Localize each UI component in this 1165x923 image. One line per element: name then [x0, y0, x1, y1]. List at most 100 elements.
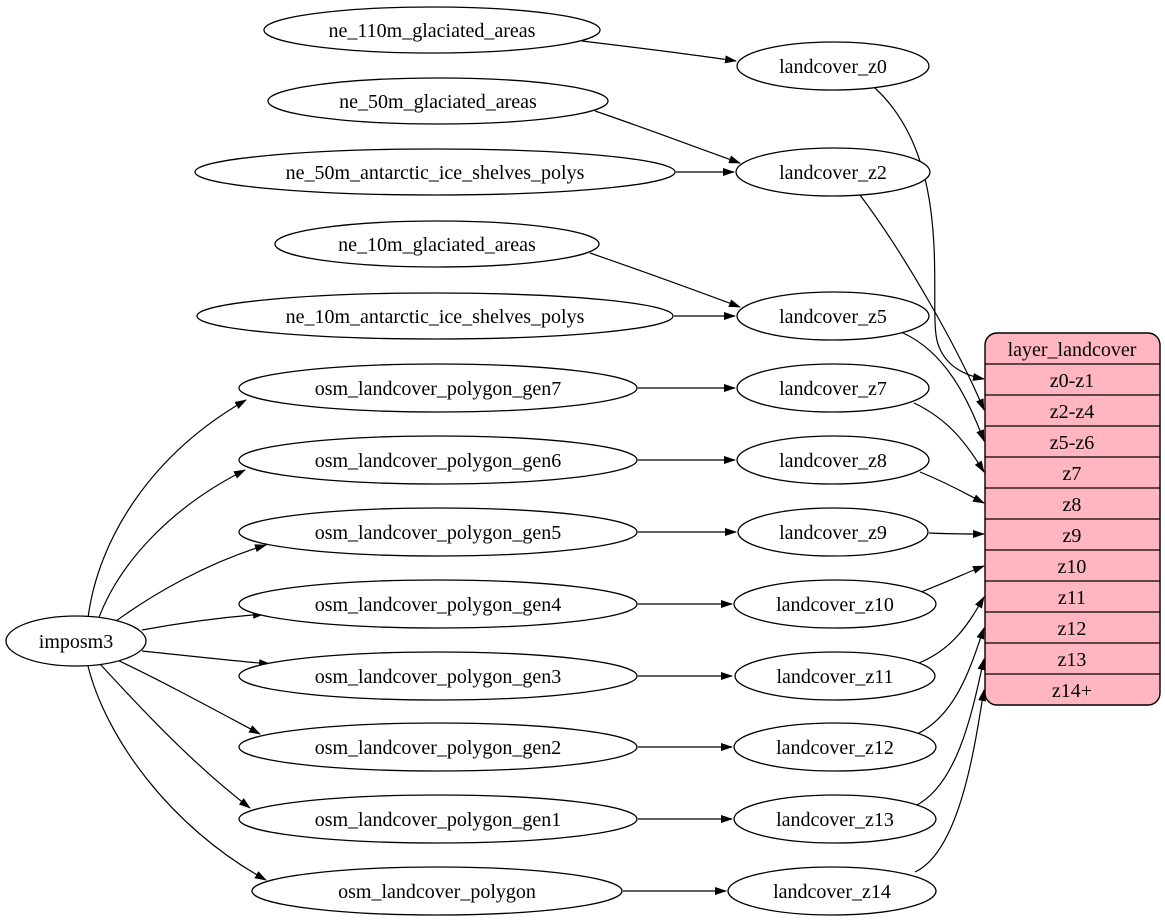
- node-shape: [737, 507, 929, 557]
- edge-z8-to-record: [919, 471, 985, 504]
- record-row-z12: z12: [1058, 618, 1087, 640]
- node-label: osm_landcover_polygon_gen1: [315, 809, 562, 831]
- node-ne-10m-glaciated-areas: ne_10m_glaciated_areas: [274, 220, 600, 268]
- record-row-z2-z4: z2-z4: [1050, 401, 1094, 423]
- record-row-z8: z8: [1063, 494, 1082, 516]
- edge-z0-to-record: [874, 87, 985, 381]
- edge-z2-to-record: [859, 194, 985, 411]
- node-label: osm_landcover_polygon: [338, 881, 536, 903]
- node-shape: [238, 722, 638, 772]
- node-shape: [238, 435, 638, 485]
- edge-imposm3-to-polygon: [87, 665, 267, 881]
- record-layer-landcover: layer_landcover z0-z1 z2-z4 z5-z6 z7 z8 …: [984, 332, 1161, 706]
- record-row-z7: z7: [1063, 463, 1082, 485]
- node-shape: [735, 147, 931, 197]
- edge-ne50m-glaciated-to-z2: [594, 110, 741, 164]
- node-imposm3-label: imposm3: [39, 631, 113, 653]
- node-shape: [194, 148, 676, 196]
- node-landcover-z11: landcover_z11: [734, 651, 936, 701]
- node-landcover-z13: landcover_z13: [733, 794, 937, 844]
- edge-z11-to-record: [918, 596, 985, 664]
- node-osm-landcover-polygon-gen6: osm_landcover_polygon_gen6: [238, 435, 638, 485]
- node-landcover-z14: landcover_z14: [727, 866, 937, 916]
- node-shape: [267, 77, 609, 125]
- node-label: osm_landcover_polygon_gen6: [315, 450, 562, 472]
- node-shape: [263, 6, 601, 54]
- node-osm-landcover-polygon-gen1: osm_landcover_polygon_gen1: [238, 794, 638, 844]
- record-row-z13: z13: [1058, 649, 1087, 671]
- node-imposm3: imposm3: [5, 615, 147, 667]
- node-landcover-z7: landcover_z7: [736, 363, 930, 413]
- record-row-z0-z1: z0-z1: [1050, 370, 1094, 392]
- edge-z5-to-record: [902, 332, 985, 442]
- edge-imposm3-to-gen1: [99, 663, 251, 809]
- node-ne-50m-antarctic-ice-shelves-polys: ne_50m_antarctic_ice_shelves_polys: [194, 148, 676, 196]
- edge-imposm3-to-gen3: [141, 650, 271, 668]
- record-row-z9: z9: [1063, 525, 1082, 547]
- node-label: osm_landcover_polygon_gen3: [315, 666, 562, 688]
- node-label: landcover_z14: [773, 881, 891, 903]
- node-ne-110m-glaciated-areas: ne_110m_glaciated_areas: [263, 6, 601, 54]
- node-shape: [727, 866, 937, 916]
- record-separators: [985, 363, 1160, 675]
- node-landcover-z5: landcover_z5: [736, 291, 930, 341]
- record-row-z10: z10: [1058, 556, 1087, 578]
- node-shape: [736, 363, 930, 413]
- node-label: landcover_z8: [779, 450, 887, 472]
- record-row-z5-z6: z5-z6: [1050, 432, 1094, 454]
- edge-z14-to-record: [914, 689, 987, 873]
- record-row-z14plus: z14+: [1052, 680, 1092, 702]
- node-label: landcover_z9: [779, 522, 887, 544]
- node-landcover-z2: landcover_z2: [735, 147, 931, 197]
- edge-z12-to-record: [916, 627, 985, 735]
- edges: [87, 40, 987, 895]
- node-label: landcover_z10: [776, 594, 894, 616]
- node-shape: [733, 722, 937, 772]
- edge-z7-to-record: [913, 402, 985, 473]
- node-ne-10m-antarctic-ice-shelves-polys: ne_10m_antarctic_ice_shelves_polys: [196, 292, 674, 340]
- edge-imposm3-to-gen2: [114, 658, 261, 735]
- edge-imposm3-to-gen4: [141, 610, 265, 631]
- node-label: osm_landcover_polygon_gen7: [315, 378, 562, 400]
- node-osm-landcover-polygon: osm_landcover_polygon: [251, 866, 623, 916]
- node-imposm3-shape: [5, 615, 147, 667]
- node-shape: [734, 651, 936, 701]
- nodes: imposm3 ne_110m_glaciated_areas ne_50m_g…: [5, 6, 937, 916]
- node-label: ne_10m_antarctic_ice_shelves_polys: [286, 306, 585, 328]
- node-label: landcover_z0: [779, 56, 887, 78]
- node-shape: [733, 579, 937, 629]
- node-shape: [274, 220, 600, 268]
- node-osm-landcover-polygon-gen3: osm_landcover_polygon_gen3: [238, 651, 638, 701]
- node-osm-landcover-polygon-gen5: osm_landcover_polygon_gen5: [238, 507, 638, 557]
- node-shape: [736, 435, 930, 485]
- edge-imposm3-to-gen7: [87, 399, 247, 619]
- node-label: landcover_z12: [776, 737, 894, 759]
- node-osm-landcover-polygon-gen4: osm_landcover_polygon_gen4: [238, 579, 638, 629]
- node-label: osm_landcover_polygon_gen4: [315, 594, 562, 616]
- record-title: layer_landcover: [1008, 339, 1137, 361]
- node-landcover-z10: landcover_z10: [733, 579, 937, 629]
- node-label: osm_landcover_polygon_gen5: [315, 522, 562, 544]
- node-label: osm_landcover_polygon_gen2: [315, 737, 562, 759]
- node-label: ne_50m_glaciated_areas: [339, 91, 537, 113]
- record-row-z11: z11: [1058, 587, 1086, 609]
- node-label: ne_50m_antarctic_ice_shelves_polys: [286, 162, 585, 184]
- node-shape: [736, 291, 930, 341]
- edge-z13-to-record: [914, 658, 986, 807]
- node-shape: [196, 292, 674, 340]
- node-landcover-z9: landcover_z9: [737, 507, 929, 557]
- node-ne-50m-glaciated-areas: ne_50m_glaciated_areas: [267, 77, 609, 125]
- node-shape: [238, 651, 638, 701]
- node-label: ne_110m_glaciated_areas: [329, 20, 536, 42]
- node-label: landcover_z7: [779, 378, 887, 400]
- edge-imposm3-to-gen6: [97, 469, 246, 621]
- node-label: landcover_z5: [779, 306, 887, 328]
- node-shape: [733, 794, 937, 844]
- edge-z10-to-record: [920, 565, 985, 593]
- node-osm-landcover-polygon-gen7: osm_landcover_polygon_gen7: [238, 363, 638, 413]
- node-shape: [238, 794, 638, 844]
- node-shape: [238, 363, 638, 413]
- node-shape: [238, 507, 638, 557]
- edge-z9-to-record: [928, 529, 985, 538]
- node-label: landcover_z11: [777, 666, 894, 688]
